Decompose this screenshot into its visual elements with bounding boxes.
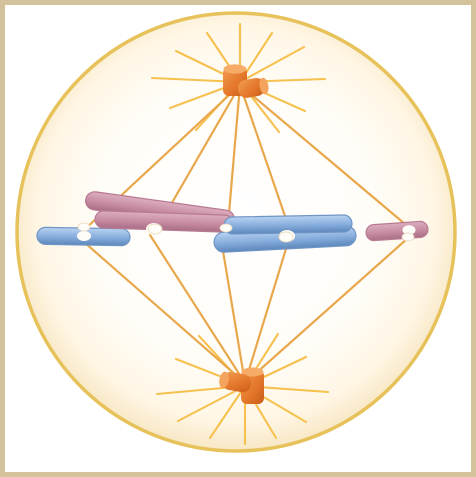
- attachment-point: [402, 233, 414, 241]
- attachment-point: [78, 223, 90, 231]
- attachment-point: [148, 224, 162, 234]
- attachment-point: [279, 232, 293, 242]
- attachment-point: [220, 224, 232, 232]
- kinetochore: [77, 231, 91, 241]
- centriole-end: [224, 64, 247, 73]
